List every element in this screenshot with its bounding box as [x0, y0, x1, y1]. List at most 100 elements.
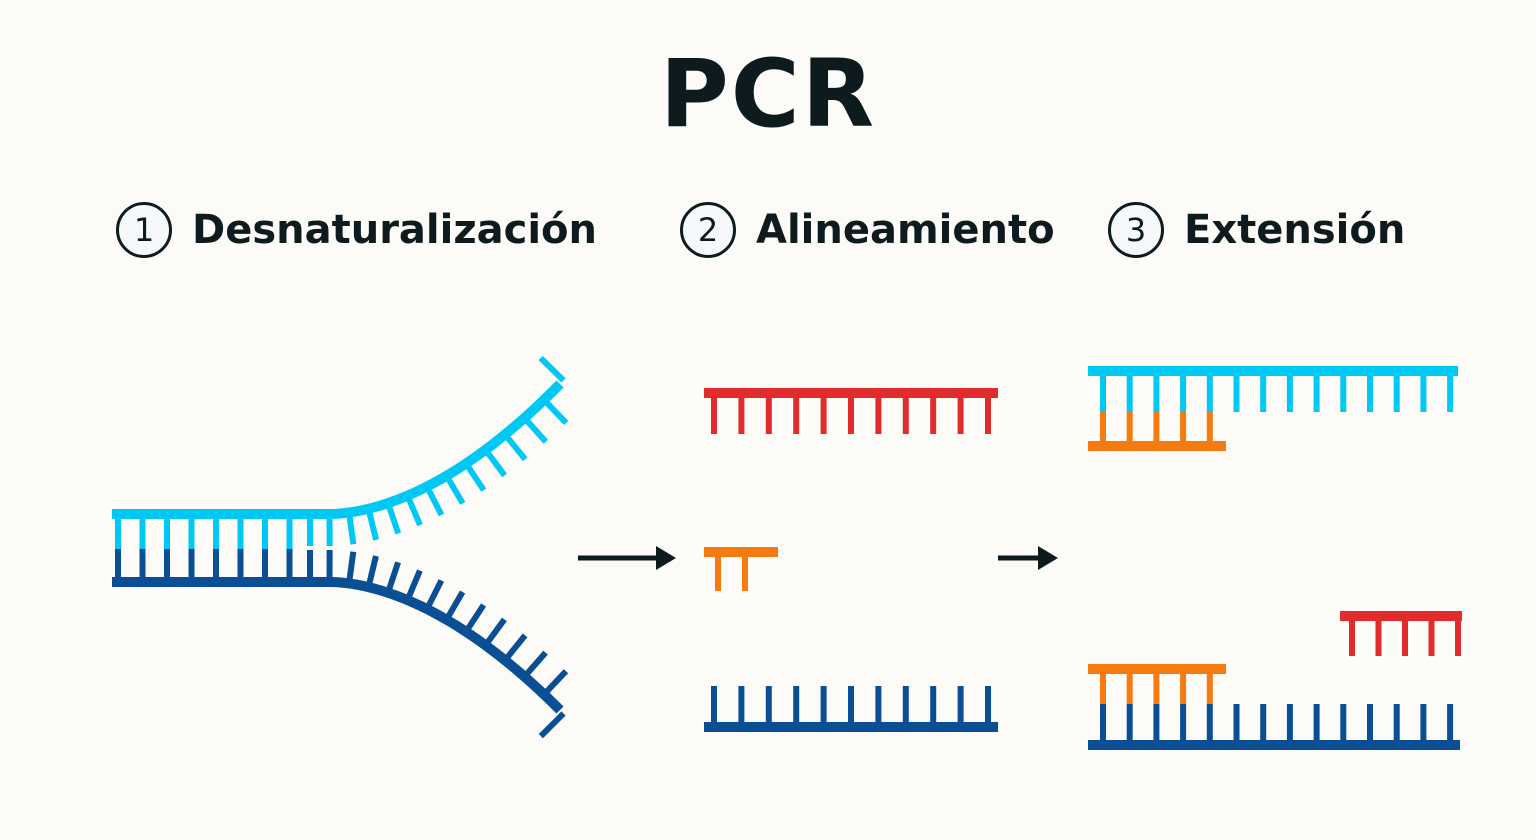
light-base — [1286, 376, 1293, 412]
light-base — [346, 512, 357, 545]
dark-base — [1206, 704, 1213, 740]
light-base — [1126, 376, 1133, 412]
red-primer-base — [1455, 621, 1461, 656]
red-strand-base — [738, 398, 745, 434]
light-base — [522, 415, 549, 444]
dark-base — [346, 551, 357, 584]
orange-base — [1100, 412, 1106, 441]
light-template-backbone — [1088, 366, 1458, 376]
dark-base — [1447, 704, 1454, 740]
light-base — [538, 355, 566, 383]
step-number-badge: 1 — [116, 202, 172, 258]
dark-base — [1420, 704, 1427, 740]
light-base — [1393, 376, 1400, 412]
orange-extended-backbone — [1088, 664, 1226, 674]
orange-primer-backbone — [704, 547, 778, 557]
dark-base — [1367, 704, 1373, 740]
orange-base — [1153, 674, 1160, 704]
step-denaturation: 1 Desnaturalización — [116, 198, 597, 262]
light-base — [1233, 376, 1240, 412]
light-base — [404, 494, 423, 527]
dark-base — [1233, 704, 1240, 740]
light-base — [286, 519, 293, 549]
dark-base — [443, 590, 466, 622]
red-primer-base — [1428, 621, 1435, 656]
arrow-head — [1038, 546, 1058, 570]
light-base — [443, 474, 466, 505]
red-strand-base — [957, 398, 964, 434]
orange-base — [1206, 412, 1213, 441]
blue-strand-base — [902, 686, 909, 722]
dark-base — [139, 549, 146, 578]
dark-base — [1313, 704, 1320, 740]
light-base — [424, 485, 445, 517]
dark-base — [538, 711, 566, 739]
denaturation-dna — [112, 355, 569, 739]
orange-base — [1153, 412, 1160, 441]
blue-strand-base — [765, 686, 772, 722]
dark-base — [164, 549, 170, 578]
dark-base — [213, 549, 219, 578]
dark-base — [385, 561, 401, 594]
dark-base — [115, 549, 121, 578]
red-strand-backbone — [704, 388, 998, 398]
dark-base — [1126, 704, 1133, 740]
red-primer-backbone — [1340, 611, 1462, 621]
dark-base — [286, 549, 293, 578]
arrow-head — [656, 546, 676, 570]
dark-base — [463, 603, 487, 634]
dark-base — [541, 669, 569, 697]
red-strand-base — [902, 398, 909, 434]
light-base — [262, 519, 268, 549]
light-base — [1447, 376, 1454, 412]
annealing-strands — [704, 388, 998, 732]
light-base — [365, 508, 379, 541]
light-base — [1180, 376, 1187, 412]
dark-base — [1100, 704, 1106, 740]
red-strand-base — [875, 398, 882, 434]
arrow-icon — [578, 546, 676, 570]
light-base — [1340, 376, 1347, 412]
light-base — [1420, 376, 1427, 412]
dark-base — [1286, 704, 1293, 740]
blue-strand-base — [930, 686, 937, 722]
light-base — [1260, 376, 1267, 412]
dark-strand-backbone — [112, 577, 564, 714]
step-number-badge: 3 — [1108, 202, 1164, 258]
light-base — [188, 519, 195, 549]
blue-strand-base — [711, 686, 717, 722]
orange-base — [1126, 412, 1133, 441]
light-base — [139, 519, 146, 549]
step-label: Alineamiento — [756, 207, 1055, 253]
dark-base — [1180, 704, 1187, 740]
light-base — [502, 432, 528, 462]
light-base — [1367, 376, 1373, 412]
light-base — [541, 397, 569, 425]
red-strand-base — [930, 398, 937, 434]
red-strand-base — [765, 398, 772, 434]
light-base — [483, 447, 508, 478]
red-primer-base — [1349, 621, 1355, 656]
step-annealing: 2 Alineamiento — [680, 198, 1055, 262]
dark-base — [1153, 704, 1160, 740]
red-strand-base — [848, 398, 854, 434]
extension-strands — [1088, 366, 1462, 750]
light-base — [1153, 376, 1160, 412]
dark-base — [1393, 704, 1400, 740]
dark-template-backbone — [1088, 740, 1460, 750]
light-base — [213, 519, 219, 549]
blue-strand-backbone — [704, 722, 998, 732]
blue-strand-base — [738, 686, 745, 722]
orange-primer-base — [742, 557, 748, 591]
dark-base — [522, 650, 548, 679]
light-base — [115, 519, 121, 549]
blue-strand-base — [820, 686, 827, 722]
dark-base — [237, 549, 244, 578]
step-label: Desnaturalización — [192, 207, 597, 253]
orange-base — [1180, 412, 1187, 441]
light-base — [1313, 376, 1320, 412]
blue-strand-base — [793, 686, 800, 722]
blue-strand-base — [848, 686, 854, 722]
dark-base — [1260, 704, 1267, 740]
